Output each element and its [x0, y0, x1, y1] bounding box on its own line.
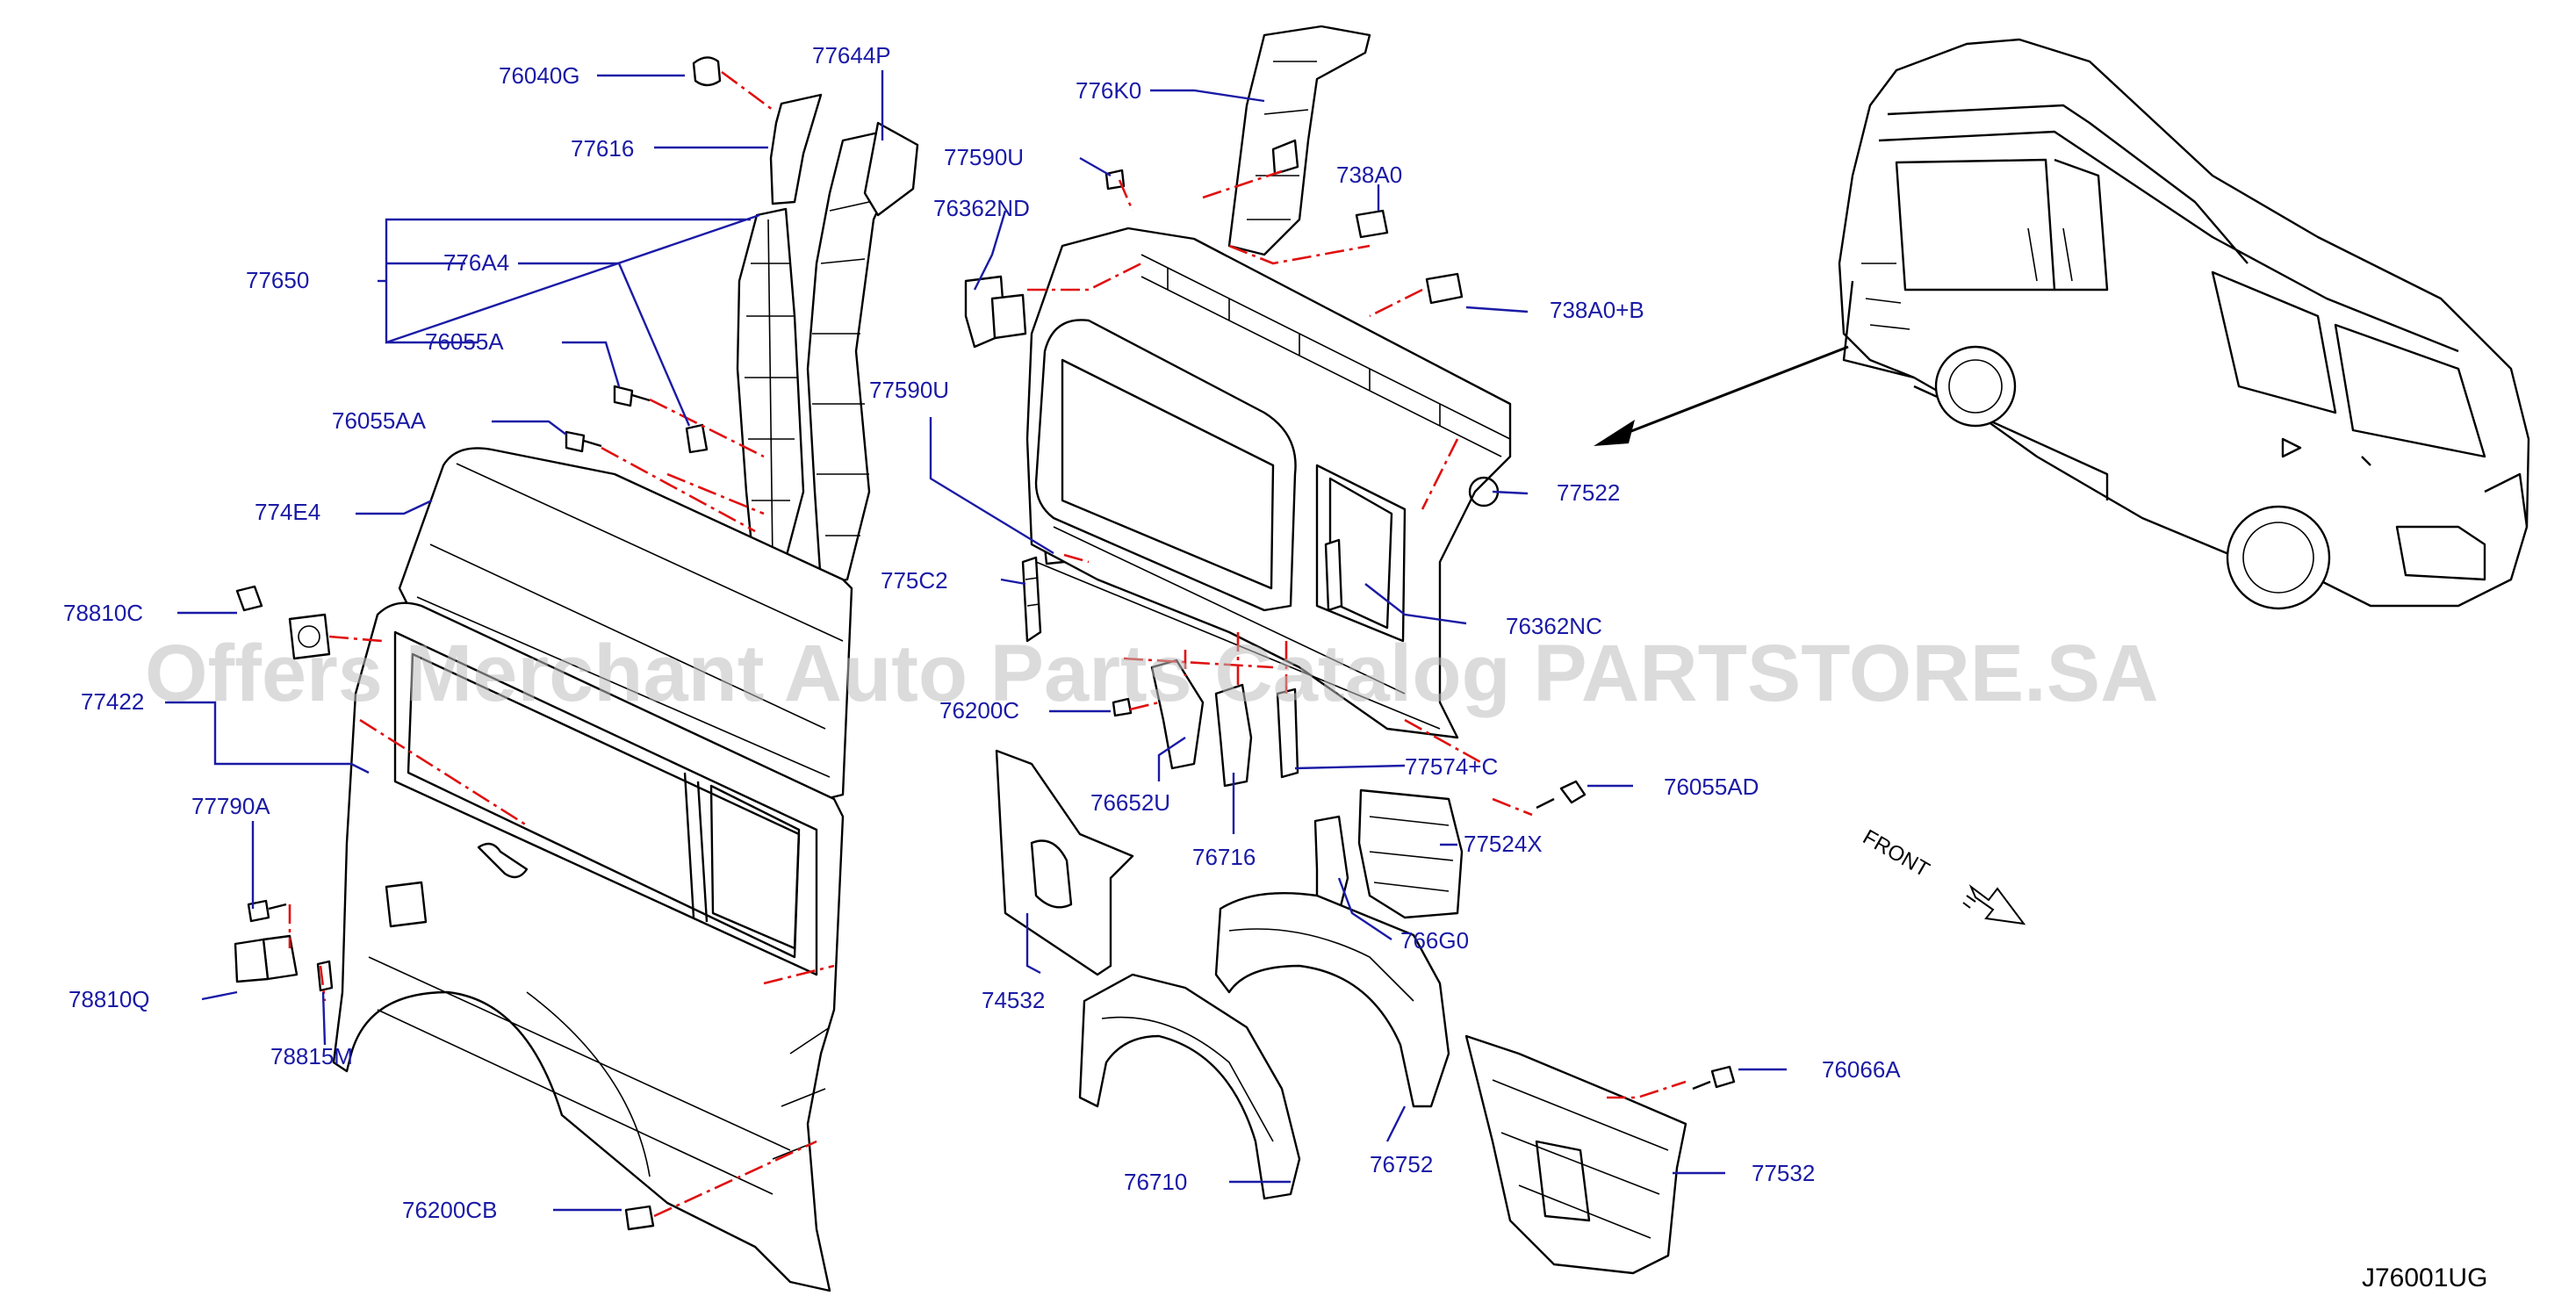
rear-panel — [964, 227, 1512, 739]
label-738A0B[interactable]: 738A0+B — [1550, 297, 1644, 323]
pillar-upper-right — [1227, 25, 1464, 305]
label-776A4[interactable]: 776A4 — [443, 249, 509, 276]
label-74532[interactable]: 74532 — [982, 987, 1045, 1013]
label-774E4[interactable]: 774E4 — [255, 499, 320, 525]
diagram-code: J76001UG — [2362, 1263, 2487, 1292]
front-indicator: FRONT — [1859, 825, 2026, 925]
leader-lines — [165, 70, 1787, 1212]
body-side-outer-panel — [332, 601, 845, 1292]
label-77574C[interactable]: 77574+C — [1405, 753, 1498, 780]
label-77644P[interactable]: 77644P — [812, 42, 891, 68]
label-775C2[interactable]: 775C2 — [881, 567, 948, 594]
front-label: FRONT — [1859, 825, 1933, 882]
installation-lines — [288, 70, 1687, 1218]
label-738A0[interactable]: 738A0 — [1336, 162, 1402, 188]
watermark: Offers Merchant Auto Parts Catalog PARTS… — [145, 629, 2159, 718]
label-77532[interactable]: 77532 — [1752, 1160, 1815, 1186]
wheel-house-outer — [1078, 973, 1301, 1200]
part-labels: 76040G 77644P 77616 77650 776A4 76055A 7… — [63, 42, 1901, 1223]
label-76055AD[interactable]: 76055AD — [1664, 774, 1759, 800]
rear-side-lower-panel — [1464, 1034, 1687, 1275]
label-76752[interactable]: 76752 — [1370, 1151, 1433, 1177]
label-76652U[interactable]: 76652U — [1090, 789, 1170, 816]
label-78810C[interactable]: 78810C — [63, 600, 143, 626]
label-76040G[interactable]: 76040G — [499, 62, 580, 89]
label-766G0[interactable]: 766G0 — [1400, 927, 1469, 954]
label-76066A[interactable]: 76066A — [1822, 1056, 1901, 1083]
label-76710[interactable]: 76710 — [1124, 1169, 1187, 1195]
wheel-house-inner — [1214, 891, 1450, 1108]
label-77790A[interactable]: 77790A — [191, 793, 270, 819]
label-78815M[interactable]: 78815M — [270, 1043, 353, 1069]
label-77590U-mid[interactable]: 77590U — [869, 377, 949, 403]
label-76200CB[interactable]: 76200CB — [402, 1197, 497, 1223]
van-illustration — [1838, 38, 2530, 610]
label-76055A[interactable]: 76055A — [425, 328, 504, 355]
label-76055AA[interactable]: 76055AA — [332, 407, 427, 434]
label-77522[interactable]: 77522 — [1557, 479, 1620, 506]
outlined-arrow-icon — [1962, 884, 2026, 925]
label-77590U-top[interactable]: 77590U — [944, 144, 1024, 170]
label-76716[interactable]: 76716 — [1192, 844, 1256, 870]
location-arrow — [1594, 345, 1849, 446]
label-76200C[interactable]: 76200C — [939, 697, 1019, 723]
label-76362NC[interactable]: 76362NC — [1506, 613, 1602, 639]
label-78810Q[interactable]: 78810Q — [68, 986, 150, 1012]
label-77616[interactable]: 77616 — [571, 135, 634, 162]
fuel-lid-parts — [234, 613, 331, 983]
label-77524X[interactable]: 77524X — [1464, 831, 1543, 857]
pillar-assembly-left — [685, 56, 919, 586]
label-77422[interactable]: 77422 — [81, 688, 144, 715]
label-77650[interactable]: 77650 — [246, 267, 309, 293]
label-76362ND[interactable]: 76362ND — [933, 195, 1030, 221]
label-776K0[interactable]: 776K0 — [1076, 77, 1141, 104]
